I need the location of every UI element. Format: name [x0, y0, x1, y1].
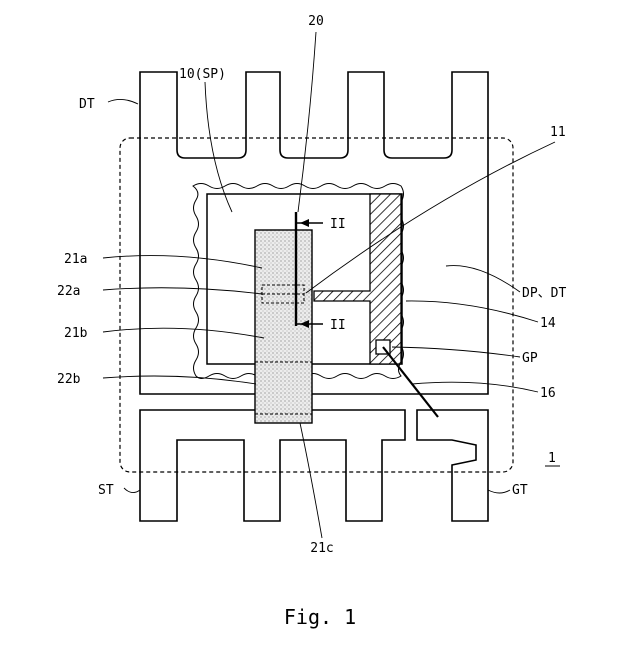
- figure-caption: Fig. 1: [284, 605, 356, 629]
- label-16: 16: [540, 386, 556, 401]
- label-section-top: II: [330, 217, 346, 232]
- gate-wiring: [314, 194, 401, 364]
- leader-14: [406, 301, 538, 322]
- leader-21b: [103, 328, 264, 338]
- drain-frame-outline: [140, 72, 488, 394]
- leader-dp-dt: [446, 266, 520, 292]
- gate-frame-outline: [417, 410, 488, 521]
- label-device: 1: [548, 451, 556, 466]
- label-gp: GP: [522, 351, 538, 366]
- label-14: 14: [540, 316, 556, 331]
- label-11: 11: [550, 125, 566, 140]
- label-22b: 22b: [57, 372, 81, 387]
- leader-10sp: [205, 82, 232, 212]
- label-dt: DT: [79, 97, 95, 112]
- label-21a: 21a: [64, 252, 87, 267]
- clip: [255, 230, 312, 423]
- label-section-bottom: II: [330, 318, 346, 333]
- label-21c: 21c: [310, 541, 333, 556]
- label-21b: 21b: [64, 326, 88, 341]
- leader-dt-top: [108, 99, 138, 104]
- label-dp-dt: DP、DT: [522, 286, 566, 301]
- leader-20: [298, 32, 316, 212]
- leader-22b: [103, 376, 256, 384]
- leader-st: [124, 488, 140, 493]
- leader-16: [412, 382, 538, 392]
- leader-21a: [103, 256, 262, 268]
- leader-22a: [103, 288, 262, 294]
- leader-gt: [488, 490, 510, 493]
- label-st: ST: [98, 483, 114, 498]
- leader-gp: [392, 347, 520, 357]
- label-20: 20: [308, 14, 324, 29]
- label-gt: GT: [512, 483, 528, 498]
- gate-wire: [383, 347, 438, 417]
- section-arrow-top-head: [300, 219, 309, 227]
- label-10sp: 10(SP): [179, 67, 226, 82]
- source-frame-outline: [140, 410, 405, 521]
- label-22a: 22a: [57, 284, 80, 299]
